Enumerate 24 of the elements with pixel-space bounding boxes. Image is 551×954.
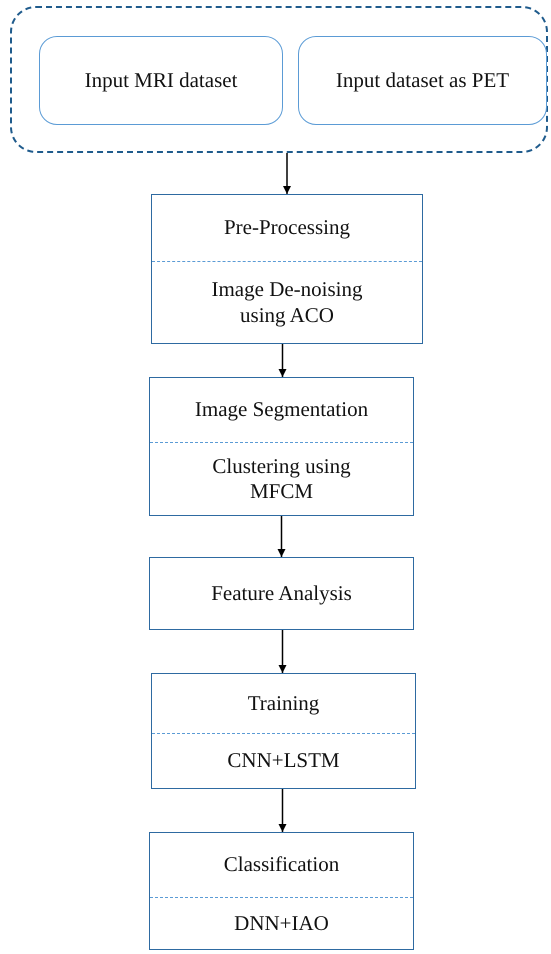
step-heading: Classification [224,852,340,878]
step-text: Image De-noising using ACO [210,277,364,328]
step-text: DNN+IAO [234,910,329,936]
step-text: Feature Analysis [211,580,352,606]
arrow [278,630,286,673]
arrow [278,789,286,832]
arrow [283,153,291,194]
step-heading: Image Segmentation [194,397,368,423]
input-box [39,36,283,125]
step-text: Clustering using MFCM [211,454,352,504]
arrow [278,344,286,377]
process-box [151,194,423,344]
box-text: Input dataset as PET [336,68,510,94]
input-box [298,36,547,125]
process-box [151,673,416,789]
dashed-group-box [10,6,548,153]
step-text: CNN+LSTM [227,748,340,774]
step-heading: Pre-Processing [224,215,350,241]
arrow [278,516,286,557]
process-box [149,557,414,630]
box-text: Input MRI dataset [84,68,238,94]
process-box [149,832,414,950]
step-heading: Training [248,690,320,716]
process-box [149,377,414,516]
